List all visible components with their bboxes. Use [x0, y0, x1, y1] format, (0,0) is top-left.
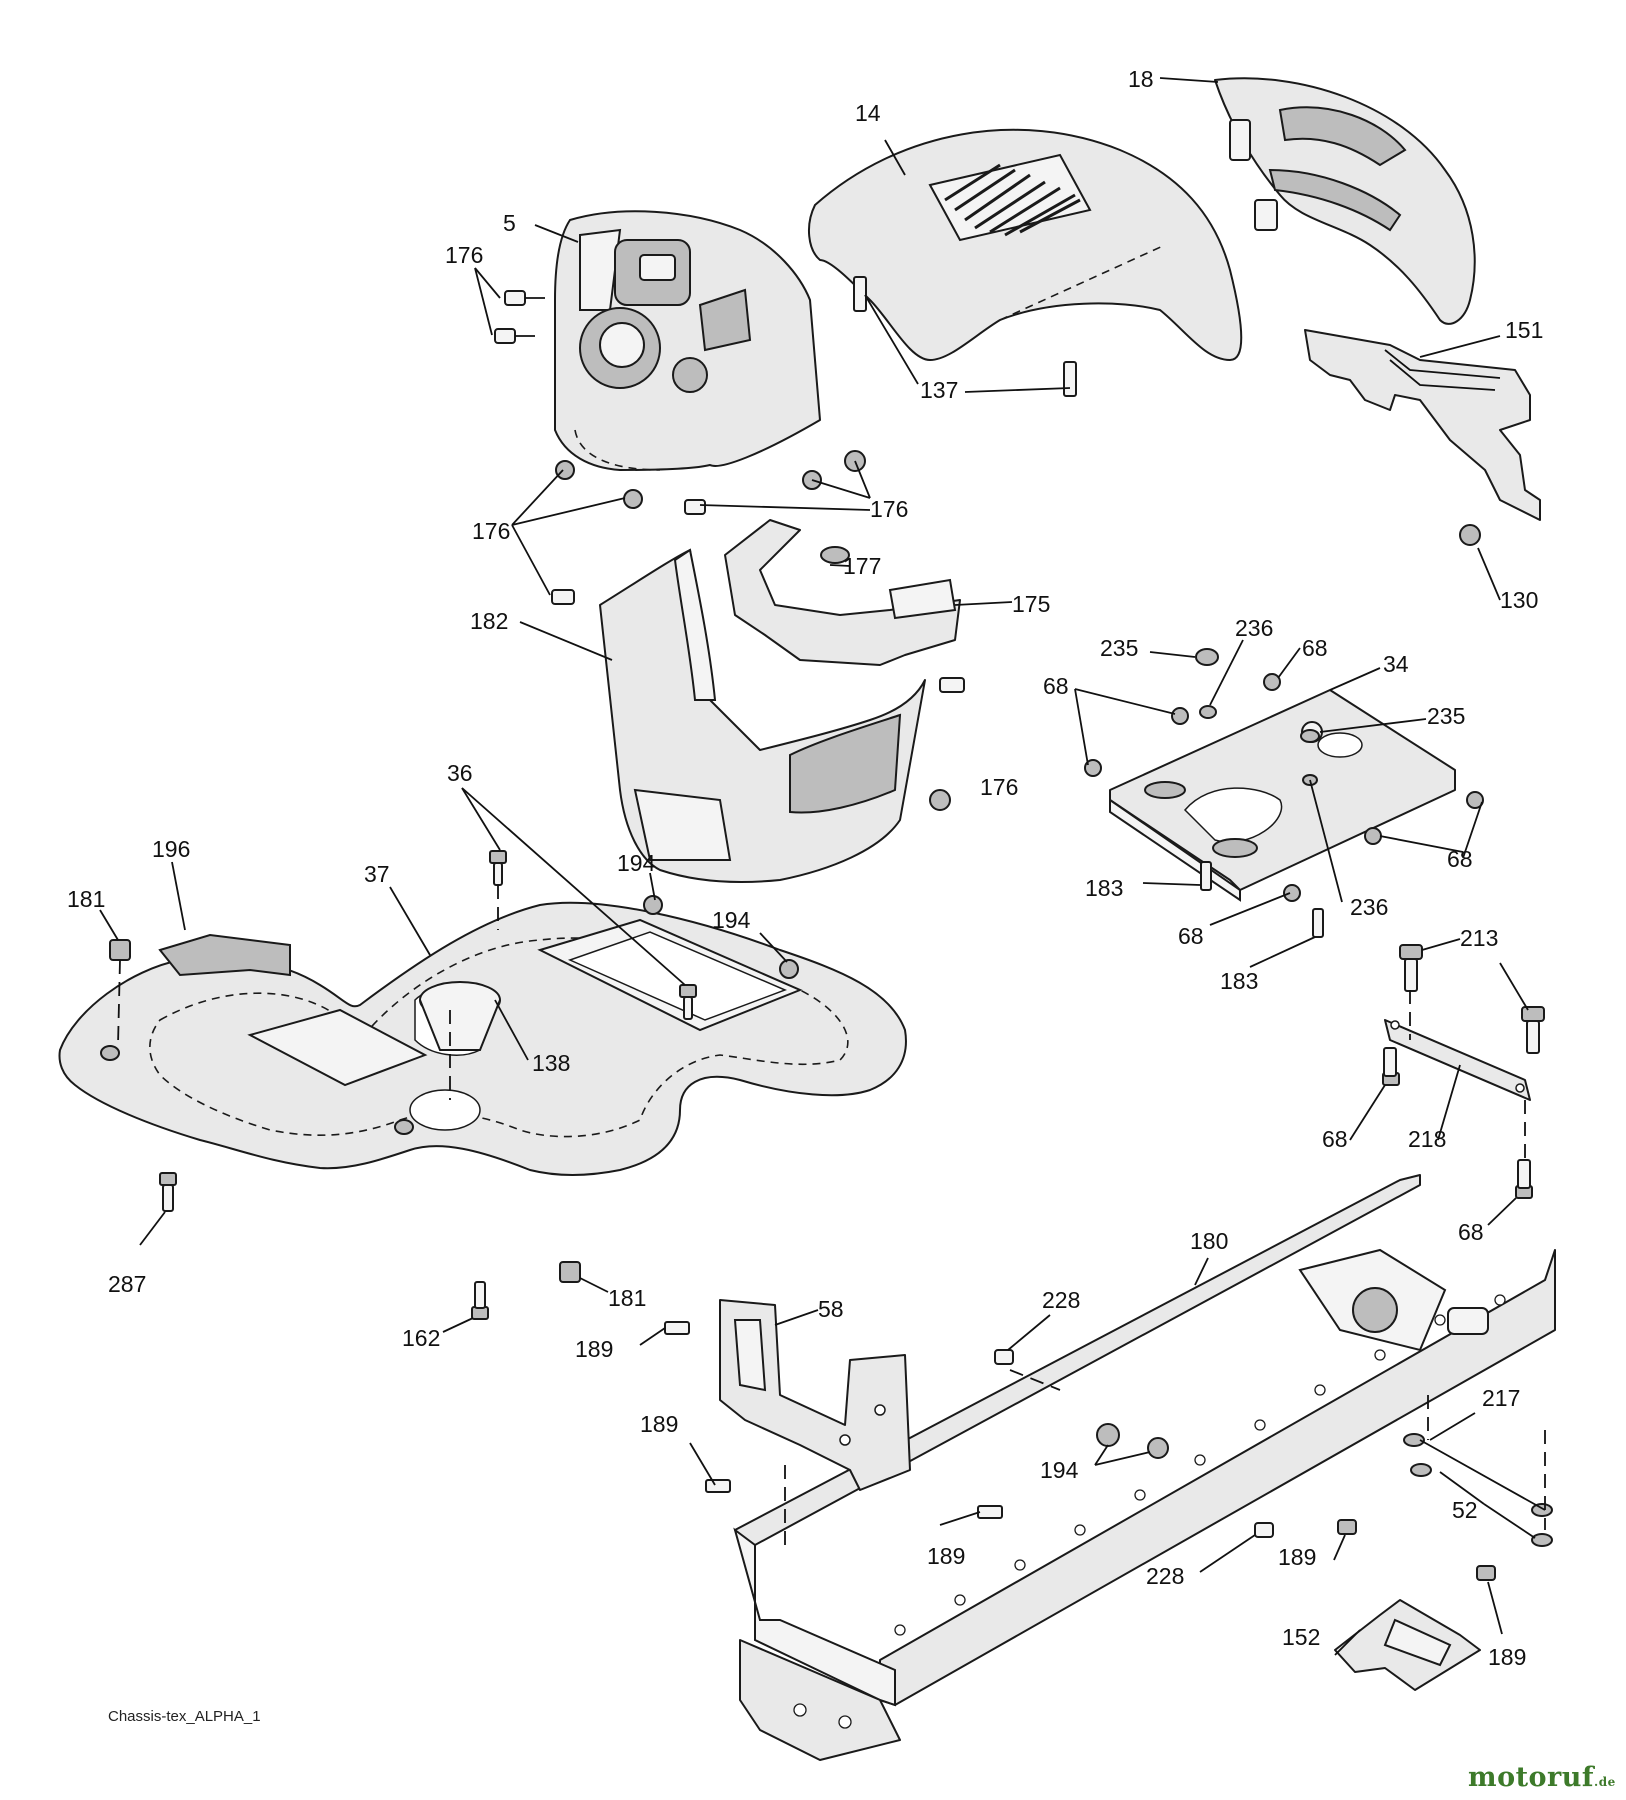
hood-part-14 — [808, 128, 1243, 397]
nut-181a — [109, 939, 131, 961]
callout-236: 236 — [1350, 894, 1388, 920]
support-bracket-part-175 — [724, 519, 961, 666]
callout-189: 189 — [575, 1336, 613, 1362]
decal-part-196 — [158, 933, 291, 977]
callout-68: 68 — [1322, 1126, 1348, 1152]
frame-part-180 — [733, 1174, 1556, 1761]
fender-fasteners — [99, 787, 799, 1333]
clip-177 — [820, 546, 850, 564]
callout-194: 194 — [617, 850, 656, 876]
callout-236: 236 — [1235, 615, 1273, 641]
callout-213: 213 — [1460, 925, 1498, 951]
callout-183: 183 — [1085, 875, 1123, 901]
callout-68: 68 — [1178, 923, 1204, 949]
callout-189: 189 — [640, 1411, 678, 1437]
nut-181b — [559, 1261, 581, 1283]
callout-68: 68 — [1447, 846, 1473, 872]
callout-151: 151 — [1505, 317, 1543, 343]
callout-137: 137 — [920, 377, 958, 403]
callout-176: 176 — [980, 774, 1018, 800]
watermark-tld: .de — [1594, 1775, 1616, 1789]
callout-labels: 18 14 5 176 137 151 176 176 177 130 182 … — [67, 66, 1543, 1670]
bumper-pad-137b — [1063, 361, 1077, 397]
callout-52: 52 — [1452, 1497, 1478, 1523]
callout-217: 217 — [1482, 1385, 1520, 1411]
callout-183: 183 — [1220, 968, 1258, 994]
callout-177: 177 — [843, 553, 881, 579]
callout-189: 189 — [1278, 1544, 1316, 1570]
callout-182: 182 — [470, 608, 508, 634]
callout-180: 180 — [1190, 1228, 1228, 1254]
screws-176 — [494, 290, 965, 811]
lower-dash-part-182 — [599, 548, 926, 883]
callout-14: 14 — [855, 100, 881, 126]
callout-181: 181 — [608, 1285, 646, 1311]
callout-189: 189 — [1488, 1644, 1526, 1670]
callout-194: 194 — [712, 907, 751, 933]
callout-58: 58 — [818, 1296, 844, 1322]
callout-68: 68 — [1043, 673, 1069, 699]
watermark-name: motoruf — [1468, 1762, 1595, 1793]
callout-68: 68 — [1302, 635, 1328, 661]
callout-68: 68 — [1458, 1219, 1484, 1245]
leader-lines — [474, 77, 1501, 661]
callout-152: 152 — [1282, 1624, 1320, 1650]
drawing-caption: Chassis-tex_ALPHA_1 — [108, 1708, 261, 1725]
bracket-part-58 — [719, 1299, 911, 1491]
callout-175: 175 — [1012, 591, 1050, 617]
callout-287: 287 — [108, 1271, 146, 1297]
frame-leader-lines — [639, 1257, 1536, 1656]
callout-18: 18 — [1128, 66, 1154, 92]
callout-194: 194 — [1040, 1457, 1079, 1483]
callout-36: 36 — [447, 760, 473, 786]
callout-176: 176 — [870, 496, 908, 522]
fender-part-37 — [58, 901, 907, 1176]
callout-37: 37 — [364, 861, 390, 887]
callout-181: 181 — [67, 886, 105, 912]
watermark-logo[interactable]: motoruf.de — [1468, 1762, 1616, 1793]
spacer-235 — [1195, 648, 1219, 666]
callout-235: 235 — [1100, 635, 1138, 661]
skid-plate-part-152 — [1334, 1599, 1481, 1691]
bracket-part-218 — [1349, 938, 1545, 1226]
callout-228: 228 — [1042, 1287, 1080, 1313]
callout-138: 138 — [532, 1050, 570, 1076]
frame-fasteners — [664, 1321, 1553, 1581]
callout-235: 235 — [1427, 703, 1465, 729]
callout-189: 189 — [927, 1543, 965, 1569]
callout-218: 218 — [1408, 1126, 1446, 1152]
callout-228: 228 — [1146, 1563, 1184, 1589]
plate-leader-lines — [1074, 639, 1483, 968]
callout-5: 5 — [503, 210, 516, 236]
grille-part-18 — [1214, 77, 1476, 325]
callout-176: 176 — [445, 242, 483, 268]
callout-130: 130 — [1500, 587, 1538, 613]
flange-bolt-130 — [1459, 524, 1481, 546]
bracket-part-151 — [1304, 329, 1541, 546]
bumper-pad-137a — [853, 276, 867, 312]
callout-162: 162 — [402, 1325, 440, 1351]
dash-panel-part-5 — [554, 210, 821, 471]
mounting-plate-part-34 — [1084, 648, 1484, 938]
callout-196: 196 — [152, 836, 190, 862]
callout-176: 176 — [472, 518, 510, 544]
callout-34: 34 — [1383, 651, 1409, 677]
